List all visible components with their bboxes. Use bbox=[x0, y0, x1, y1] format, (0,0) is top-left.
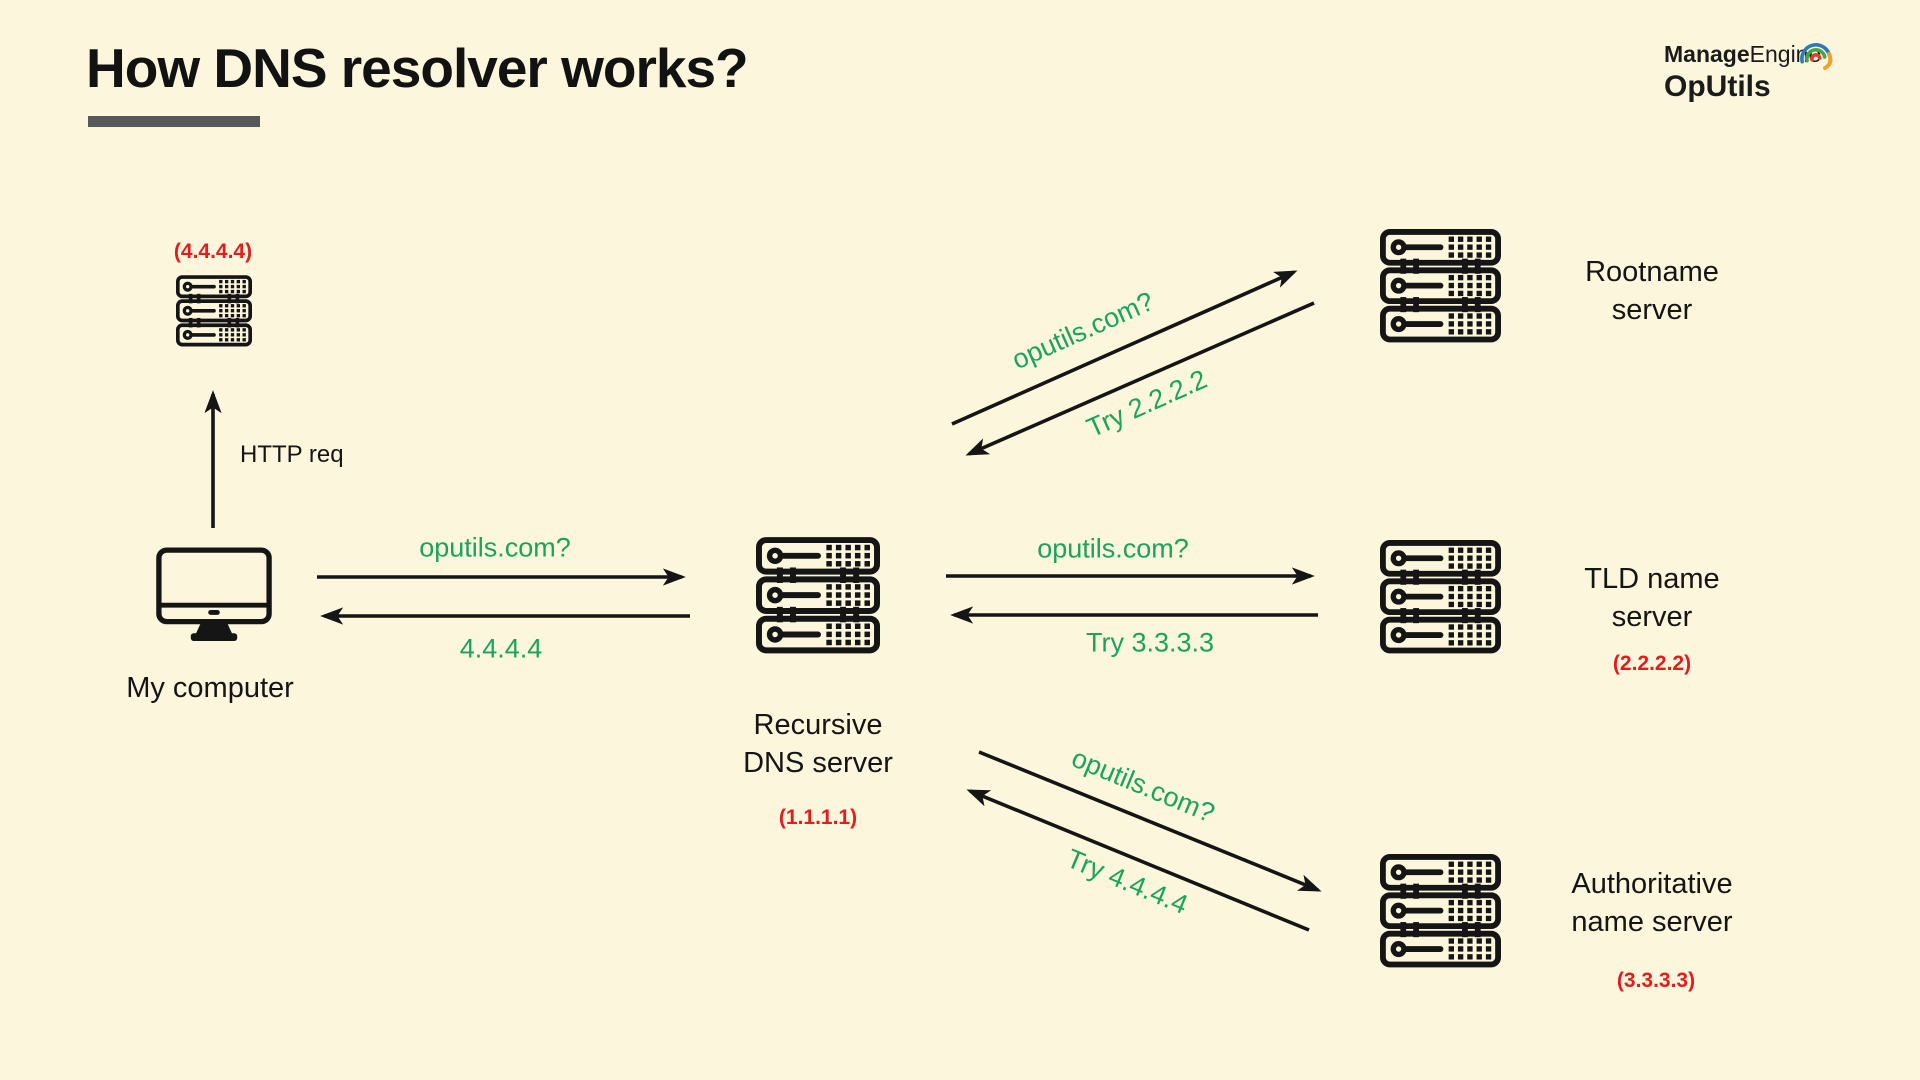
tld-server-ip: (2.2.2.2) bbox=[1612, 652, 1692, 675]
page-title: How DNS resolver works? bbox=[86, 37, 749, 99]
product-name: OpUtils bbox=[1664, 70, 1771, 104]
query-recursive-to-tld-label: oputils.com? bbox=[1037, 533, 1189, 564]
manageengine-swoosh-icon bbox=[1800, 43, 1833, 71]
rootname-label-line1: Rootname bbox=[1585, 256, 1719, 288]
query-computer-to-recursive-label: oputils.com? bbox=[419, 532, 571, 563]
recursive-dns-label: Recursive DNS server bbox=[743, 706, 893, 782]
authoritative-label-line2: name server bbox=[1571, 906, 1733, 938]
query-recursive-to-root-label: oputils.com? bbox=[1007, 286, 1159, 376]
authoritative-server-label: Authoritative name server bbox=[1571, 865, 1732, 941]
title-underline bbox=[88, 116, 260, 127]
rootname-label-line2: server bbox=[1611, 294, 1693, 326]
tld-label-line1: TLD name bbox=[1584, 563, 1720, 595]
rootname-server-label: Rootname server bbox=[1585, 253, 1719, 329]
brand-bold-text: Manage bbox=[1664, 41, 1750, 67]
recursive-dns-label-line2: DNS server bbox=[743, 747, 893, 779]
server-rack-icon bbox=[1380, 229, 1501, 343]
server-rack-icon bbox=[756, 537, 880, 654]
recursive-dns-label-line1: Recursive bbox=[753, 709, 883, 741]
my-computer-label: My computer bbox=[126, 672, 294, 704]
authoritative-label-line1: Authoritative bbox=[1571, 868, 1733, 900]
local-dns-ip: (4.4.4.4) bbox=[173, 240, 253, 263]
arrow-response-authoritative-to-recursive bbox=[966, 789, 1310, 932]
recursive-dns-ip: (1.1.1.1) bbox=[778, 806, 858, 829]
arrow-response-root-to-recursive bbox=[965, 301, 1315, 456]
manageengine-wordmark: ManageEngine bbox=[1664, 41, 1833, 71]
response-recursive-to-computer-label: 4.4.4.4 bbox=[459, 633, 543, 664]
http-request-label: HTTP req bbox=[240, 441, 344, 468]
response-authoritative-to-recursive-label: Try 4.4.4.4 bbox=[1062, 843, 1193, 920]
response-tld-to-recursive-label: Try 3.3.3.3 bbox=[1085, 627, 1215, 658]
query-recursive-to-authoritative-label: oputils.com? bbox=[1067, 742, 1219, 829]
server-rack-icon bbox=[176, 275, 252, 347]
desktop-computer-icon bbox=[156, 547, 272, 646]
tld-server-label: TLD name server bbox=[1584, 560, 1719, 636]
manageengine-oputils-logo: ManageEngine OpUtils bbox=[1664, 41, 1833, 104]
tld-label-line2: server bbox=[1611, 601, 1693, 633]
response-root-to-recursive-label: Try 2.2.2.2 bbox=[1082, 363, 1212, 444]
server-rack-icon bbox=[1380, 540, 1501, 654]
authoritative-server-ip: (3.3.3.3) bbox=[1616, 969, 1696, 992]
server-rack-icon bbox=[1380, 854, 1501, 968]
